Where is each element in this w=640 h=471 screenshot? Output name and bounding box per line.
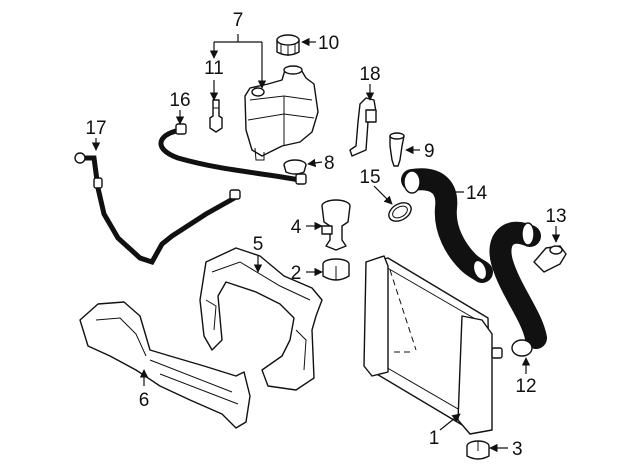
level-sensor xyxy=(209,99,223,133)
hose-clip xyxy=(389,132,405,167)
overflow-hose xyxy=(74,152,241,266)
lower-deflector xyxy=(79,301,251,429)
callout-9: 9 xyxy=(424,141,435,162)
callout-14: 14 xyxy=(466,183,488,204)
radiator-support xyxy=(199,247,323,391)
hose-connector xyxy=(533,245,567,273)
callout-leaders xyxy=(91,34,561,453)
callout-15: 15 xyxy=(359,167,380,188)
callout-17: 17 xyxy=(85,118,106,139)
callout-12: 12 xyxy=(515,376,536,397)
callout-6: 6 xyxy=(139,390,150,411)
upper-radiator-hose xyxy=(401,168,493,283)
expansion-tank xyxy=(244,65,319,161)
callout-16: 16 xyxy=(169,90,190,111)
callout-4: 4 xyxy=(291,217,302,238)
callout-18: 18 xyxy=(359,64,380,85)
callout-3: 3 xyxy=(512,439,523,460)
drain-plug xyxy=(466,440,490,460)
thermostat-housing xyxy=(321,199,351,251)
callout-7: 7 xyxy=(233,10,244,31)
callout-1: 1 xyxy=(429,428,440,449)
reservoir-cap xyxy=(276,34,300,56)
grommet xyxy=(283,159,307,175)
hose-clamp xyxy=(388,202,412,222)
callout-10: 10 xyxy=(318,33,339,54)
callout-11: 11 xyxy=(204,58,224,79)
radiator xyxy=(363,255,503,435)
callout-8: 8 xyxy=(324,153,335,174)
callout-2: 2 xyxy=(291,263,302,284)
thermostat xyxy=(322,258,350,281)
tank-bracket xyxy=(349,97,377,157)
sensor-hose xyxy=(158,123,307,185)
callout-5: 5 xyxy=(253,234,264,255)
callout-13: 13 xyxy=(545,206,566,227)
lower-radiator-hose xyxy=(489,221,547,357)
